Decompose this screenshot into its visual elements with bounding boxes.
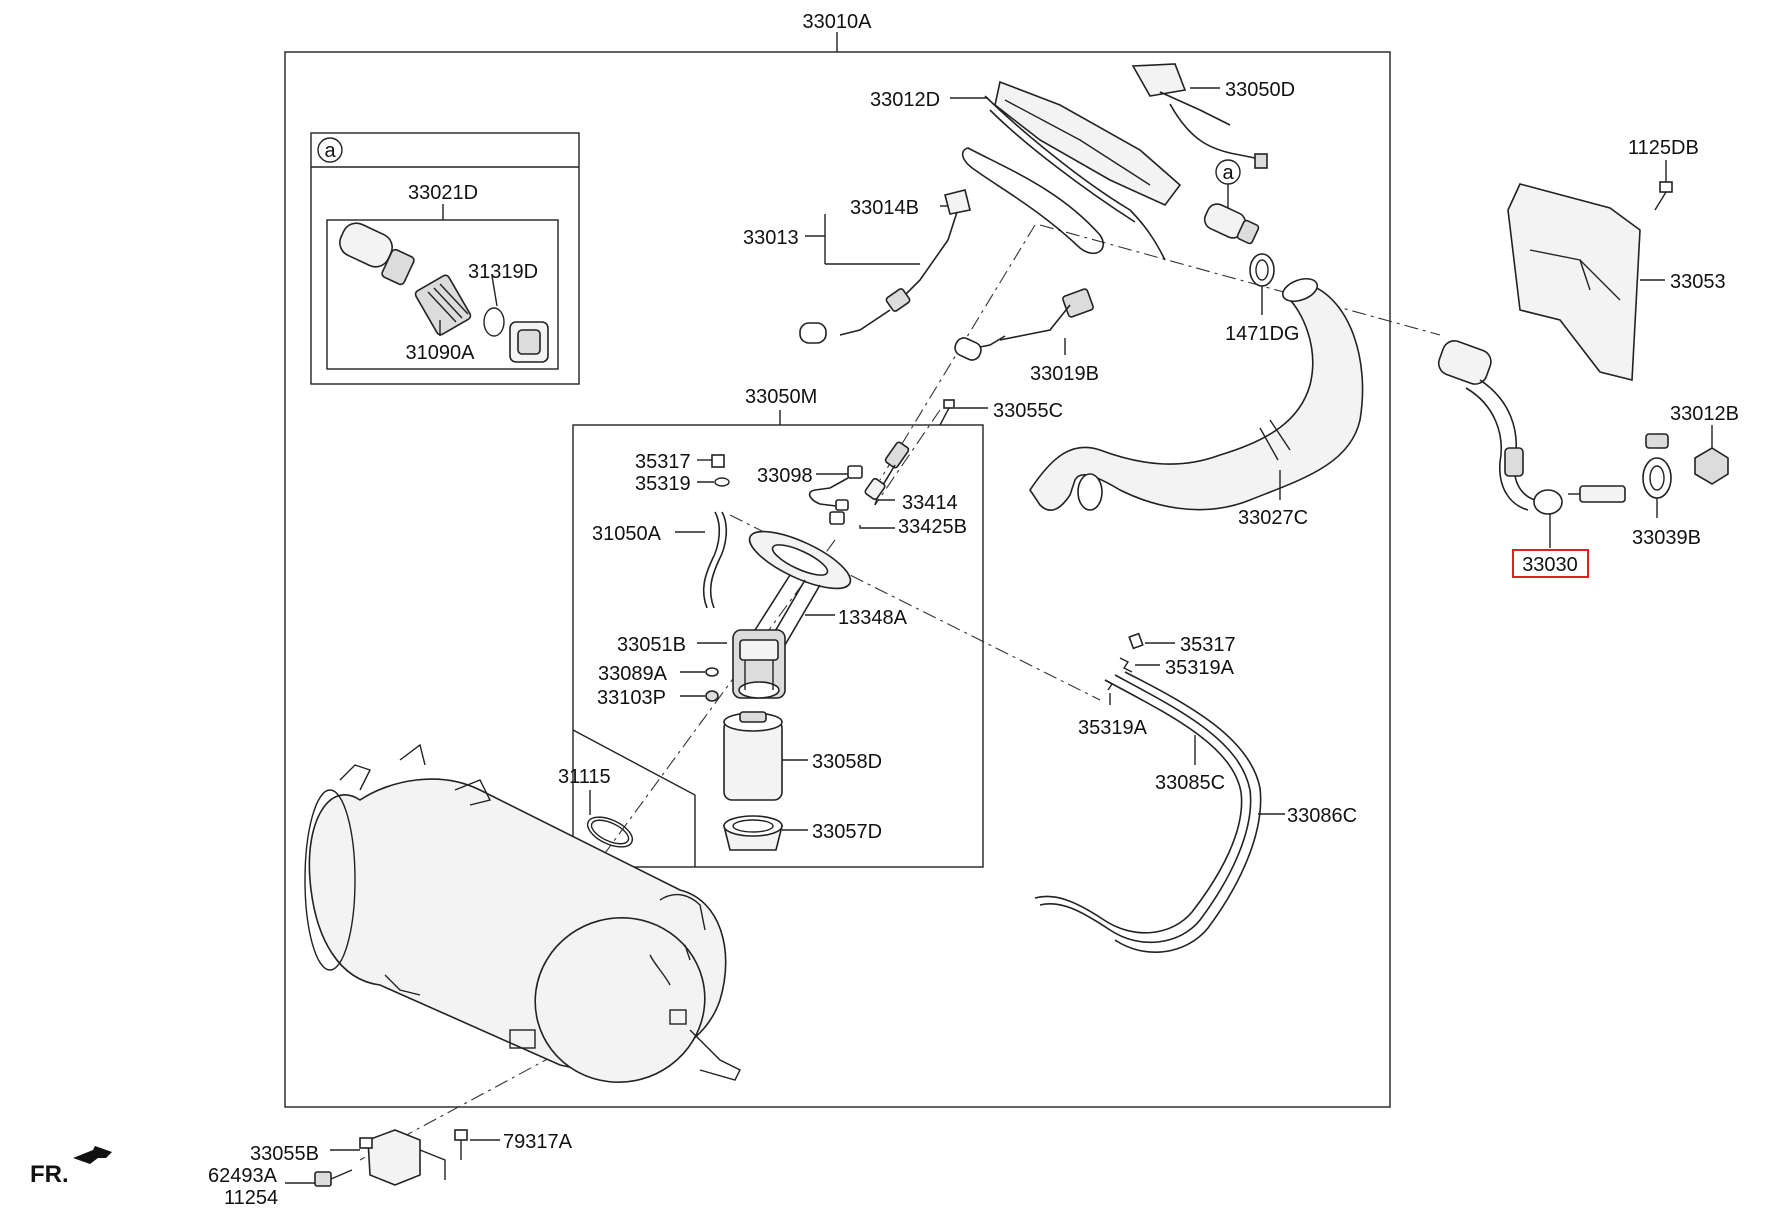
label-33086C[interactable]: 33086C [1287,805,1357,827]
label-31090A[interactable]: 31090A [406,342,476,364]
label-33414[interactable]: 33414 [902,492,958,514]
front-indicator: FR. [30,1161,69,1188]
fuel-sender-left-icon [799,189,971,344]
label-33057D[interactable]: 33057D [812,821,882,843]
fitting-35317-icon [711,454,730,487]
bolt-79317A-icon [454,1129,468,1160]
bracket-33055B-icon [359,1129,446,1186]
bolt-62493A-icon [314,1169,353,1187]
label-31319D[interactable]: 31319D [468,261,538,283]
tube-31050A-icon [702,511,721,609]
label-35319A-lower[interactable]: 35319A [1078,717,1148,739]
fuel-filter-body-icon [339,222,415,286]
connector-33425B-icon [829,511,845,525]
label-33053[interactable]: 33053 [1670,271,1726,293]
screw-33055C-icon [939,399,955,426]
filler-hose-icon [1029,277,1364,511]
label-11254[interactable]: 11254 [224,1187,278,1209]
highlight-box-33030 [1512,549,1589,578]
reservoir-33057D-icon [722,815,784,851]
front-direction-arrow-icon [73,1146,112,1164]
label-33021D[interactable]: 33021D [408,182,478,204]
fuel-lines-icon [1034,671,1262,953]
o-ring-icon [483,307,505,337]
label-33050D[interactable]: 33050D [1225,79,1295,101]
pump-module-frame [572,424,984,868]
label-33019B[interactable]: 33019B [1030,363,1099,385]
label-33050M[interactable]: 33050M [745,386,817,408]
label-33012D[interactable]: 33012D [870,89,940,111]
label-35319A-upper[interactable]: 35319A [1165,657,1235,679]
label-13348A[interactable]: 13348A [838,607,908,629]
strainer-33058D-icon [723,711,783,801]
label-33012B[interactable]: 33012B [1670,403,1739,425]
label-1471DG[interactable]: 1471DG [1225,323,1300,345]
label-35317-top[interactable]: 35317 [635,451,691,473]
nut-33103P-icon [705,690,719,702]
label-33085C[interactable]: 33085C [1155,772,1225,794]
guide-line-2 [879,224,1036,481]
connector-33098-icon [808,465,863,511]
label-33103P[interactable]: 33103P [597,687,666,709]
label-33058D[interactable]: 33058D [812,751,882,773]
filter-element-icon [414,274,472,336]
label-33055C[interactable]: 33055C [993,400,1063,422]
in-tank-filter-icon [1203,203,1260,245]
label-33098[interactable]: 33098 [757,465,813,487]
gasket-31115-icon [586,816,634,848]
label-33014B[interactable]: 33014B [850,197,919,219]
label-33039B[interactable]: 33039B [1632,527,1701,549]
nut-33012B-icon [1694,447,1729,485]
label-31115[interactable]: 31115 [558,766,611,788]
label-35317-lower[interactable]: 35317 [1180,634,1236,656]
label-33425B[interactable]: 33425B [898,516,967,538]
label-33010A[interactable]: 33010A [803,11,873,33]
fitting-35317-lower-icon [1104,632,1144,691]
label-1125DB[interactable]: 1125DB [1628,137,1699,159]
filter-cap-icon [509,321,549,363]
inset-a-marker [317,137,343,163]
label-33051B[interactable]: 33051B [617,634,686,656]
label-33013[interactable]: 33013 [743,227,799,249]
wiring-harness-icon [1131,63,1268,169]
bolt-1125DB-icon [1654,181,1673,211]
pump-flange-icon [748,530,852,646]
label-33055B[interactable]: 33055B [250,1143,319,1165]
filler-neck-shield-icon [1507,183,1641,382]
guide-line-3 [729,514,1101,701]
callout-a-marker-text: a [1222,162,1234,184]
label-35319[interactable]: 35319 [635,473,691,495]
label-62493A[interactable]: 62493A [208,1165,278,1187]
washer-33089A-icon [705,667,719,677]
fuel-pump-icon [732,629,786,699]
tank-cover-plate [984,80,1182,261]
fuel-tank-icon [304,743,741,1084]
gasket-loop-icon [961,147,1104,254]
connector-33414-icon [864,441,910,506]
inset-a-marker-text: a [324,140,336,162]
guide-line-4 [599,539,836,861]
fuel-sender-right-icon [954,288,1094,361]
label-33030[interactable]: 33030 [1522,554,1578,576]
cap-33039B-icon [1642,433,1672,499]
label-31050A[interactable]: 31050A [592,523,662,545]
label-33089A[interactable]: 33089A [598,663,668,685]
filler-neck-33030-icon [1437,340,1626,515]
guide-line-1 [1039,224,1441,336]
inset-a: a 33021D 31319D 31090A [310,132,580,385]
hose-clamp-icon [1249,253,1275,287]
guide-line-5 [359,1054,556,1161]
label-33027C[interactable]: 33027C [1238,507,1308,529]
guide-line-6 [874,409,941,506]
label-79317A[interactable]: 79317A [503,1131,573,1153]
